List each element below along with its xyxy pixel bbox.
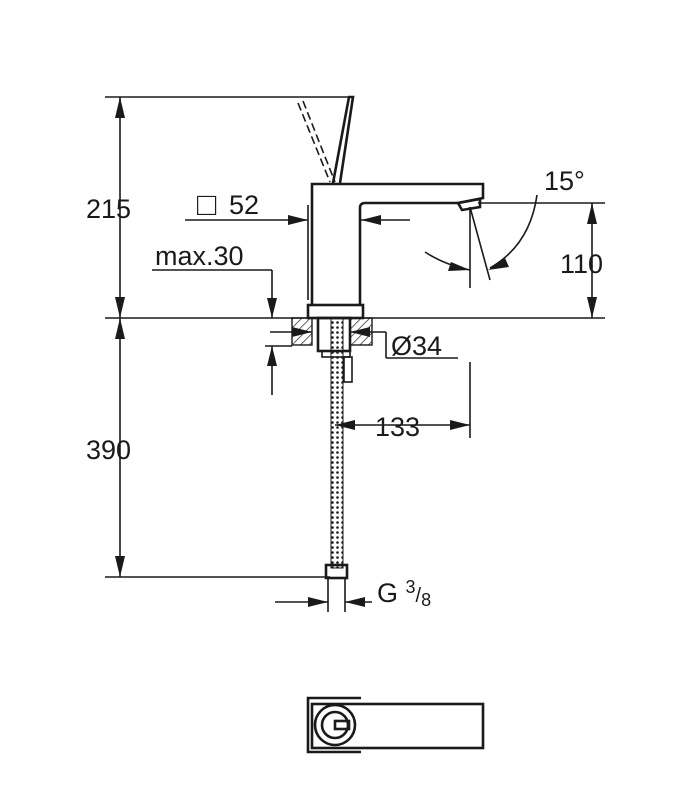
height-label-215: 215	[86, 194, 132, 224]
reach-label-133: 133	[375, 412, 421, 442]
hole-diameter-label: Ø34	[391, 331, 443, 361]
square-icon: □	[197, 186, 217, 222]
square-dimension-52	[185, 205, 410, 300]
faucet-side-view	[291, 95, 485, 580]
deck-thickness-dimension	[152, 269, 292, 395]
thread-denominator: 8	[421, 590, 432, 610]
spout-reach-dimension-133	[335, 362, 471, 438]
hose-length-dimension-390	[115, 318, 125, 577]
height-dimension-215	[115, 97, 125, 318]
hose-length-label-390: 390	[86, 435, 132, 465]
thread-dimension	[275, 578, 372, 612]
thread-numerator: 3	[405, 577, 416, 597]
spray-angle-dimension	[424, 194, 538, 288]
square-size-label: 52	[229, 190, 260, 220]
angle-label-15: 15°	[544, 166, 585, 196]
thread-letter: G	[377, 578, 399, 608]
spout-height-label-110: 110	[560, 249, 604, 279]
spout-height-dimension-110	[587, 203, 597, 318]
max-thickness-label: max.30	[155, 241, 244, 271]
thread-label: G 3/8	[377, 577, 432, 610]
faucet-top-view	[306, 696, 485, 754]
